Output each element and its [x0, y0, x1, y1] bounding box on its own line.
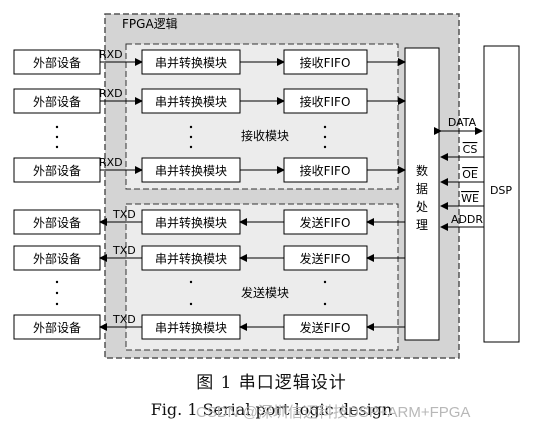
processor-char-2: 据 — [416, 182, 428, 196]
dsp-block — [483, 45, 520, 343]
rxd-label: RXD — [99, 48, 123, 61]
processor-char-4: 理 — [416, 218, 428, 232]
rxd-label: RXD — [99, 156, 123, 169]
external-device-label: 外部设备 — [33, 94, 81, 109]
external-device-box — [13, 209, 101, 235]
converter-label: 串并转换模块 — [155, 251, 227, 266]
rx-fifo-box — [283, 157, 368, 183]
figure-caption-english: Fig. 1 Serial port logic design — [150, 400, 393, 419]
converter-label: 串并转换模块 — [155, 55, 227, 70]
converter-label: 串并转换模块 — [155, 215, 227, 230]
fpga-label: FPGA逻辑 — [122, 17, 178, 31]
tx-fifo-box — [283, 314, 368, 340]
tx-fifo-box — [283, 245, 368, 271]
continuation-dots — [55, 125, 327, 306]
addr-signal-label: ADDR — [451, 213, 483, 226]
txd-label: TXD — [112, 313, 136, 326]
data-signal-label: DATA — [448, 116, 477, 129]
tx-fifo-label: 发送FIFO — [300, 251, 351, 266]
oe-signal-label: OE — [462, 168, 478, 181]
watermark: CSDN @深圳信迈科技DSP+ARM+FPGA — [196, 404, 471, 421]
external-device-label: 外部设备 — [33, 215, 81, 230]
figure-caption-chinese: 图 1 串口逻辑设计 — [196, 373, 347, 393]
rx-fifo-label: 接收FIFO — [300, 163, 351, 178]
rx-fifo-box — [283, 49, 368, 75]
external-device-label: 外部设备 — [33, 163, 81, 178]
converter-box — [141, 245, 241, 271]
txd-label: TXD — [112, 208, 136, 221]
converter-label: 串并转换模块 — [155, 163, 227, 178]
cs-signal-label: CS — [463, 143, 478, 156]
converter-box — [141, 157, 241, 183]
converter-box — [141, 209, 241, 235]
dsp-label: DSP — [490, 184, 512, 197]
external-device-label: 外部设备 — [33, 55, 81, 70]
tx-fifo-label: 发送FIFO — [300, 320, 351, 335]
processor-char-1: 数 — [416, 163, 428, 178]
converter-box — [141, 88, 241, 114]
external-device-box — [13, 314, 101, 340]
rx-fifo-label: 接收FIFO — [300, 94, 351, 109]
rx-fifo-box — [283, 88, 368, 114]
converter-label: 串并转换模块 — [155, 94, 227, 109]
txd-label: TXD — [112, 244, 136, 257]
converter-box — [141, 314, 241, 340]
rxd-label: RXD — [99, 87, 123, 100]
transmit-module-label: 发送模块 — [241, 285, 289, 300]
receive-module-label: 接收模块 — [241, 128, 289, 143]
external-device-label: 外部设备 — [33, 320, 81, 335]
we-signal-label: WE — [461, 192, 479, 205]
external-device-label: 外部设备 — [33, 251, 81, 266]
data-processing-block — [404, 47, 440, 341]
processor-char-3: 处 — [416, 200, 428, 214]
serial-port-logic-diagram: FPGA逻辑 接收模块 发送模块 数 据 处 理 DSP 外部设备 RXD 串并… — [13, 13, 520, 359]
converter-label: 串并转换模块 — [155, 320, 227, 335]
external-device-box — [13, 157, 101, 183]
rx-fifo-label: 接收FIFO — [300, 55, 351, 70]
tx-fifo-label: 发送FIFO — [300, 215, 351, 230]
